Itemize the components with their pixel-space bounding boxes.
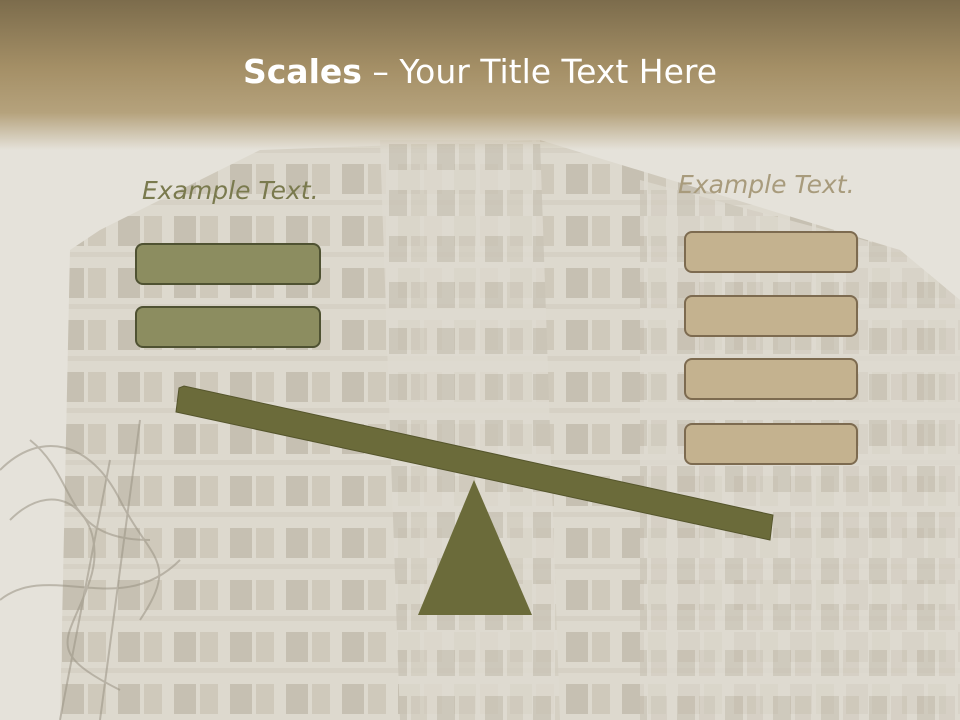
slide-title: Scales – Your Title Text Here — [0, 52, 960, 91]
right-box-4 — [684, 423, 858, 465]
scale-fulcrum — [418, 480, 532, 615]
right-box-3 — [684, 358, 858, 400]
left-box-1 — [135, 243, 321, 285]
title-bar — [0, 0, 960, 150]
right-box-1 — [684, 231, 858, 273]
title-bold: Scales — [242, 52, 362, 91]
title-rest: – Your Title Text Here — [361, 52, 718, 91]
left-label: Example Text. — [142, 176, 319, 205]
right-box-2 — [684, 295, 858, 337]
right-label: Example Text. — [678, 170, 855, 199]
left-box-2 — [135, 306, 321, 348]
scale-beam — [175, 385, 774, 541]
